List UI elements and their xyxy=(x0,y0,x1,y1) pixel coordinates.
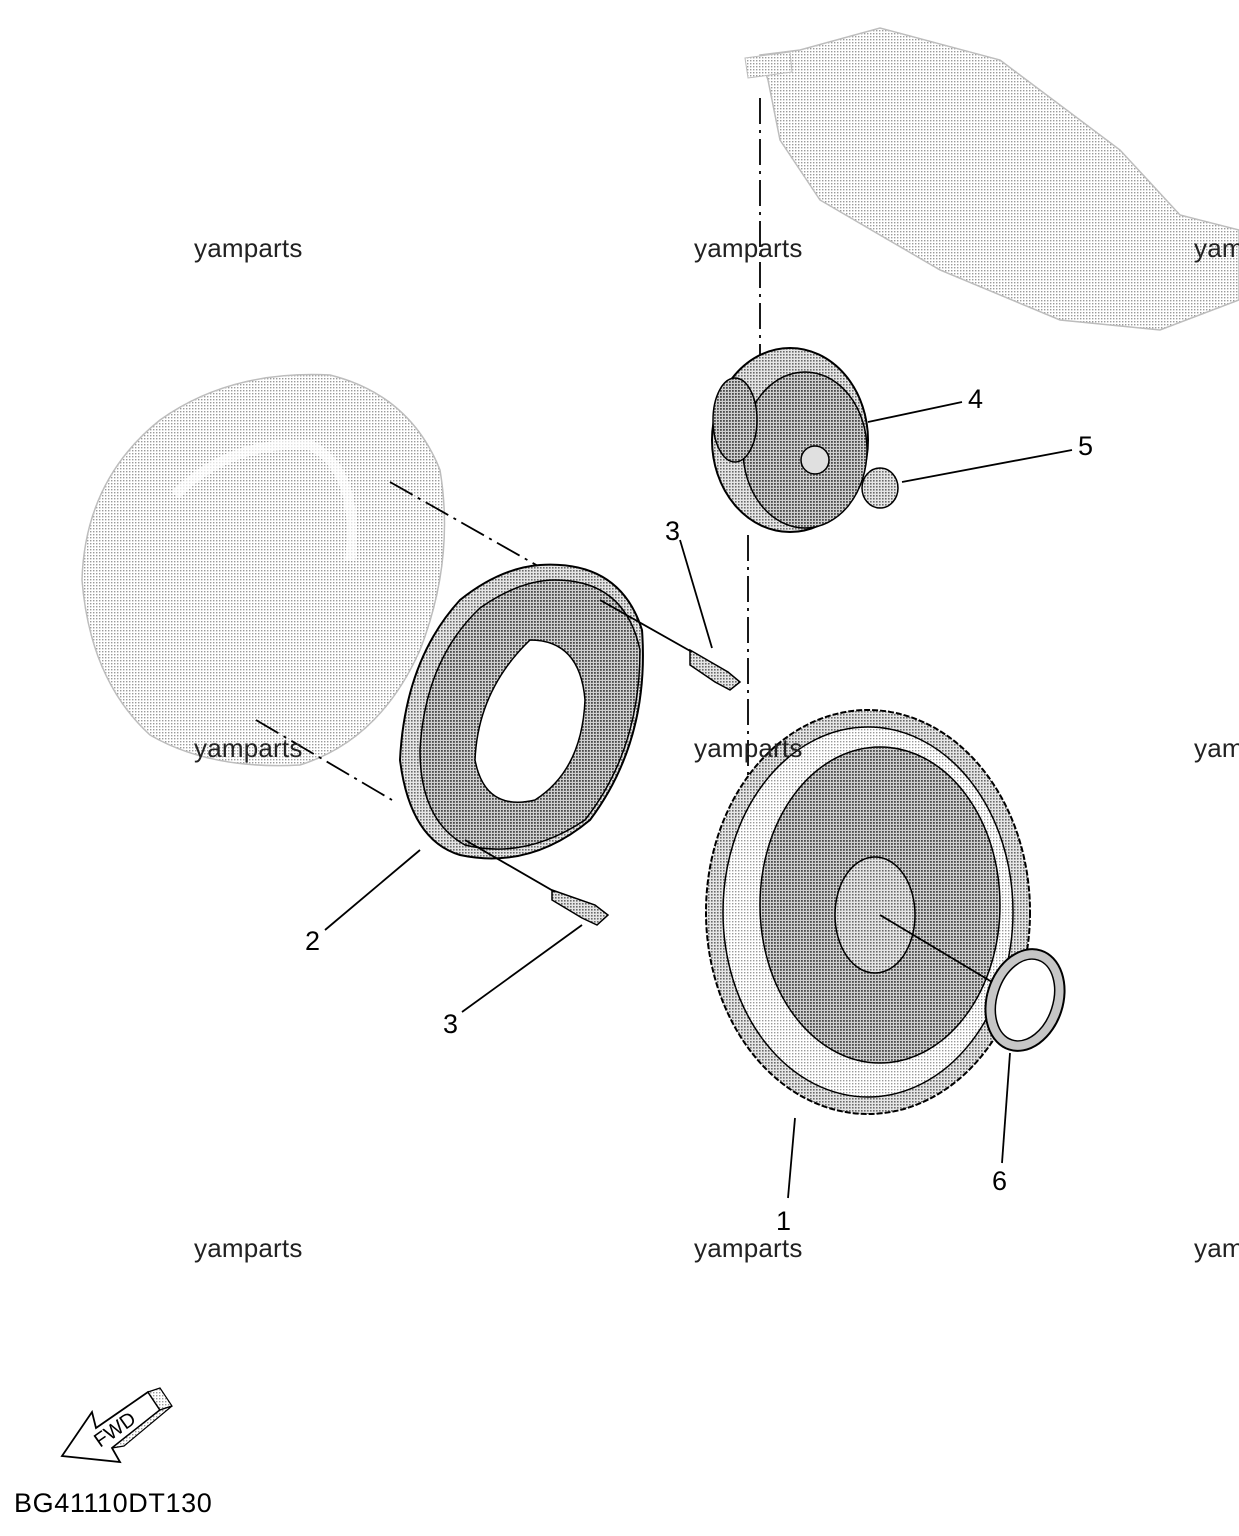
watermark: yam xyxy=(1194,733,1239,763)
callout-3-lower[interactable]: 3 xyxy=(443,1009,458,1039)
watermark: yamparts xyxy=(694,733,803,763)
bolt-axis-lines xyxy=(464,599,693,893)
fwd-arrow-icon: FWD xyxy=(60,1387,173,1464)
diagram-code: BG41110DT130 xyxy=(14,1488,213,1518)
part-3-bolt-upper[interactable] xyxy=(689,648,742,691)
leader-lines xyxy=(324,401,1073,1199)
callout-3-upper[interactable]: 3 xyxy=(665,516,680,546)
watermark: yam xyxy=(1194,1233,1239,1263)
callout-2[interactable]: 2 xyxy=(305,926,320,956)
callout-6[interactable]: 6 xyxy=(992,1166,1007,1196)
callout-5[interactable]: 5 xyxy=(1078,431,1093,461)
watermark: yam xyxy=(1194,233,1239,263)
part-1-starter-wheel-gear[interactable] xyxy=(705,709,1031,1115)
part-6-washer[interactable] xyxy=(973,939,1077,1061)
washer-axis-line xyxy=(879,914,993,983)
watermark: yamparts xyxy=(694,1233,803,1263)
watermark: yamparts xyxy=(194,733,303,763)
part-2-clutch-plate[interactable] xyxy=(398,563,644,860)
callout-numbers: 1 2 3 3 4 5 6 xyxy=(305,384,1093,1236)
callout-4[interactable]: 4 xyxy=(968,384,983,414)
starter-motor-ghost xyxy=(744,27,1239,331)
part-5-pin[interactable] xyxy=(861,467,899,509)
part-3-bolt-lower[interactable] xyxy=(551,888,610,926)
watermark: yamparts xyxy=(694,233,803,263)
callout-1[interactable]: 1 xyxy=(776,1206,791,1236)
watermark: yamparts xyxy=(194,1233,303,1263)
part-4-idle-gear[interactable] xyxy=(711,347,869,533)
assembly-centerlines xyxy=(255,98,761,830)
watermark: yamparts xyxy=(194,233,303,263)
flywheel-rotor-ghost xyxy=(81,373,446,767)
